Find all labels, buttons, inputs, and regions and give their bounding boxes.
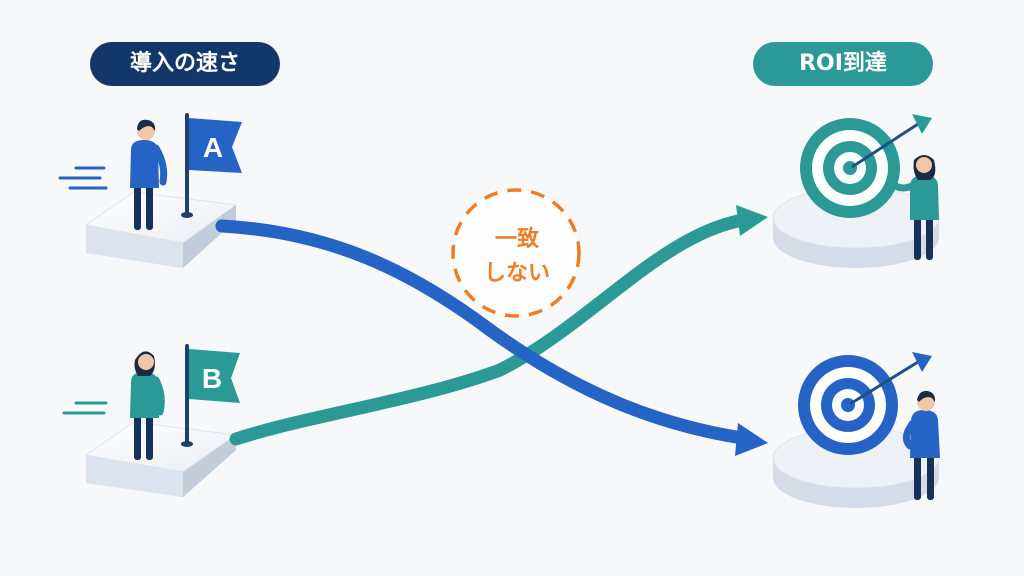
motion-lines-b (62, 401, 108, 415)
person-a-icon (130, 119, 168, 230)
platform-a (84, 191, 238, 268)
motion-lines-a (58, 166, 108, 190)
mismatch-badge (451, 188, 581, 318)
mismatch-text-line1: 一致 (495, 226, 540, 252)
flag-b-icon (181, 344, 240, 447)
arrow-a-to-roi (215, 219, 768, 456)
target-blue-icon (798, 352, 932, 455)
platform-b (84, 421, 238, 497)
person-d-icon (903, 390, 940, 500)
roi-label: ROI到達 (753, 42, 933, 86)
flag-a-icon (181, 113, 242, 218)
target-platform-bottom (772, 427, 940, 508)
target-teal-icon (800, 114, 932, 218)
arrow-b-to-roi (229, 205, 768, 446)
flag-b-letter: B (202, 363, 222, 394)
person-b-icon (130, 351, 165, 460)
mismatch-text-line2: しない (484, 261, 550, 286)
person-c-icon (892, 155, 939, 260)
speed-label: 導入の速さ (90, 42, 280, 86)
flag-a-letter: A (203, 132, 223, 163)
